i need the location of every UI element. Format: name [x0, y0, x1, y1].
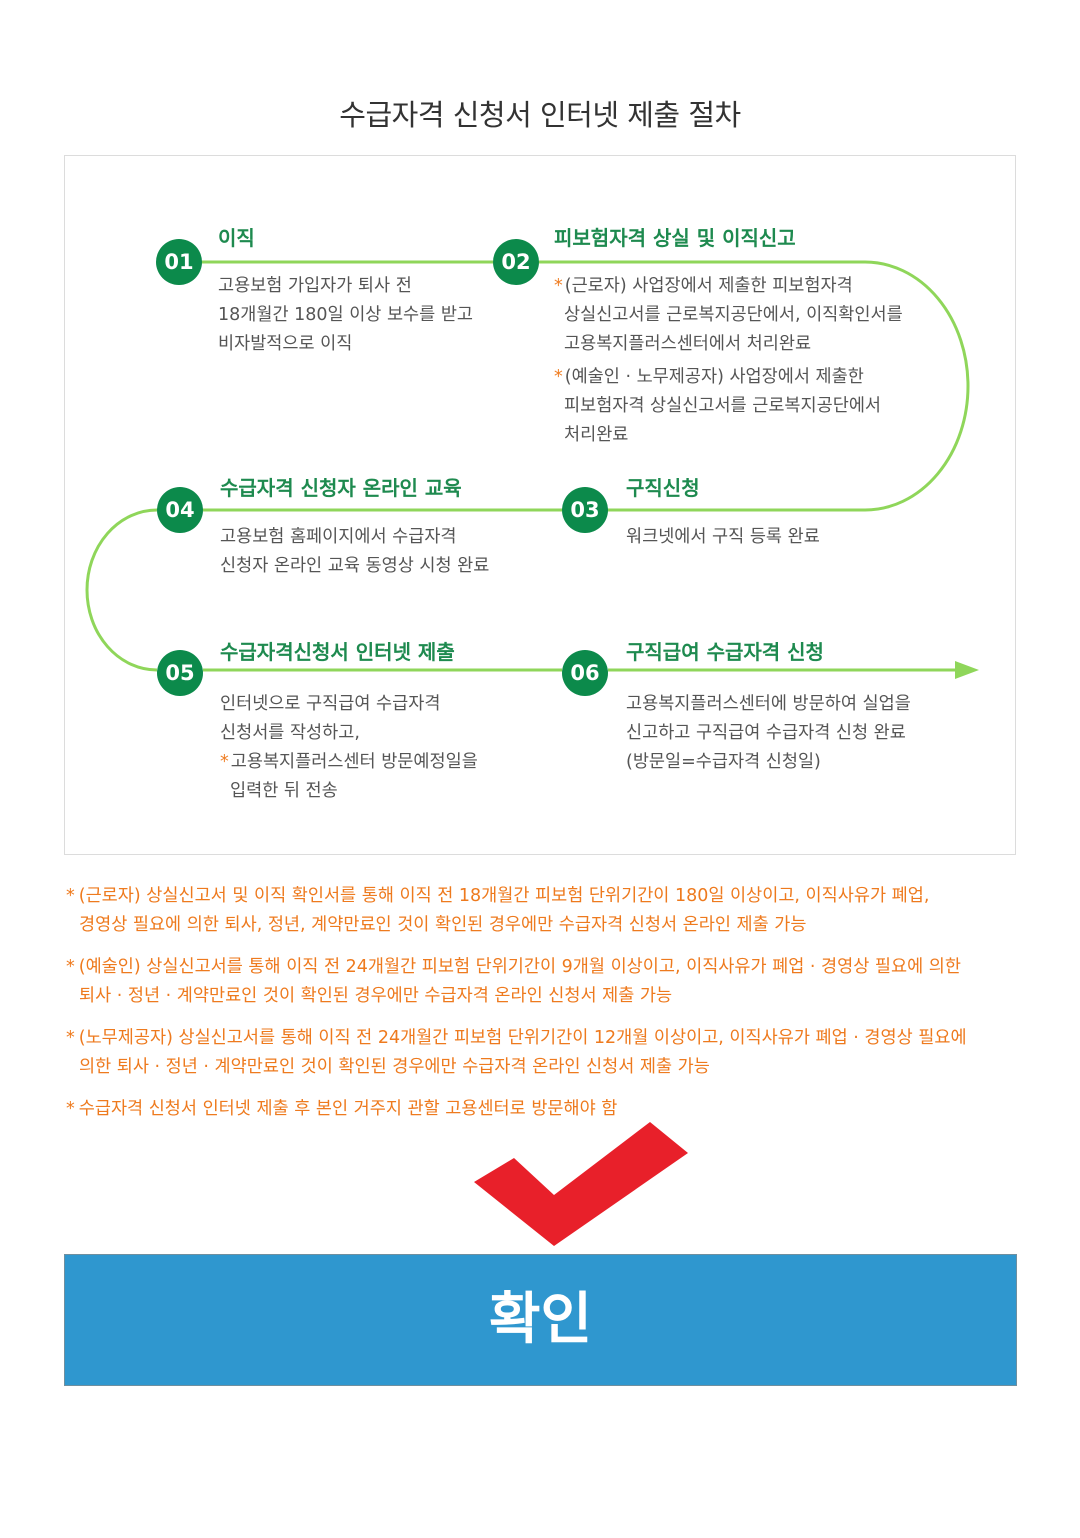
note-item: *(근로자) 상실신고서 및 이직 확인서를 통해 이직 전 18개월간 피보험… — [66, 882, 1026, 940]
bullet-star: * — [66, 957, 75, 977]
desc-line: (예술인 · 노무제공자) 사업장에서 제출한 — [564, 367, 864, 387]
step-01-desc: 고용보험 가입자가 퇴사 전 18개월간 180일 이상 보수를 받고 비자발적… — [218, 272, 473, 359]
bullet-star: * — [66, 886, 75, 906]
desc-line: 18개월간 180일 이상 보수를 받고 — [218, 305, 474, 325]
note-line: (노무제공자) 상실신고서를 통해 이직 전 24개월간 피보험 단위기간이 1… — [78, 1028, 967, 1048]
desc-line: 비자발적으로 이직 — [218, 334, 353, 354]
step-04-number: 04 — [157, 487, 203, 533]
step-02-number: 02 — [493, 239, 539, 285]
bullet-star: * — [554, 276, 563, 296]
note-item: *수급자격 신청서 인터넷 제출 후 본인 거주지 관할 고용센터로 방문해야 … — [66, 1095, 1026, 1124]
note-line: (근로자) 상실신고서 및 이직 확인서를 통해 이직 전 18개월간 피보험 … — [78, 886, 930, 906]
procedure-panel: 01 이직 고용보험 가입자가 퇴사 전 18개월간 180일 이상 보수를 받… — [64, 155, 1016, 855]
desc-line: 고용보험 홈페이지에서 수급자격 — [220, 527, 457, 547]
step-03-title: 구직신청 — [626, 476, 700, 500]
desc-line: 인터넷으로 구직급여 수급자격 — [220, 694, 441, 714]
step-02-desc: *(근로자) 사업장에서 제출한 피보험자격 상실신고서를 근로복지공단에서, … — [554, 272, 903, 450]
step-06-desc: 고용복지플러스센터에 방문하여 실업을 신고하고 구직급여 수급자격 신청 완료… — [626, 690, 911, 777]
desc-line: (방문일=수급자격 신청일) — [626, 752, 821, 772]
note-item: *(노무제공자) 상실신고서를 통해 이직 전 24개월간 피보험 단위기간이 … — [66, 1024, 1026, 1082]
step-06-number: 06 — [562, 650, 608, 696]
red-checkmark-icon — [474, 1122, 688, 1246]
desc-line: 피보험자격 상실신고서를 근로복지공단에서 — [564, 396, 882, 416]
bullet-star: * — [66, 1099, 75, 1119]
note-item: *(예술인) 상실신고서를 통해 이직 전 24개월간 피보험 단위기간이 9개… — [66, 953, 1026, 1011]
confirm-button[interactable]: 확인 — [64, 1254, 1017, 1386]
step-01-title: 이직 — [218, 226, 255, 250]
step-05-title: 수급자격신청서 인터넷 제출 — [220, 640, 455, 664]
bullet-star: * — [220, 752, 229, 772]
step-02-title: 피보험자격 상실 및 이직신고 — [554, 226, 796, 250]
desc-line: (근로자) 사업장에서 제출한 피보험자격 — [564, 276, 853, 296]
step-04-title: 수급자격 신청자 온라인 교육 — [220, 476, 462, 500]
desc-line: 신청서를 작성하고, — [220, 723, 360, 743]
desc-line: 신청자 온라인 교육 동영상 시청 완료 — [220, 556, 490, 576]
step-06-title: 구직급여 수급자격 신청 — [626, 640, 824, 664]
flow-line — [85, 260, 979, 679]
desc-line: 고용복지플러스센터에서 처리완료 — [564, 334, 812, 354]
desc-line: 고용복지플러스센터에 방문하여 실업을 — [626, 694, 911, 714]
note-line: 경영상 필요에 의한 퇴사, 정년, 계약만료인 것이 확인된 경우에만 수급자… — [79, 915, 807, 935]
notes-list: *(근로자) 상실신고서 및 이직 확인서를 통해 이직 전 18개월간 피보험… — [66, 882, 1026, 1137]
bullet-star: * — [554, 367, 563, 387]
desc-line: 처리완료 — [564, 425, 629, 445]
bullet-star: * — [66, 1028, 75, 1048]
desc-line: 입력한 뒤 전송 — [230, 781, 338, 801]
desc-line: 상실신고서를 근로복지공단에서, 이직확인서를 — [564, 305, 903, 325]
step-04-desc: 고용보험 홈페이지에서 수급자격 신청자 온라인 교육 동영상 시청 완료 — [220, 523, 489, 581]
step-05-desc: 인터넷으로 구직급여 수급자격 신청서를 작성하고, *고용복지플러스센터 방문… — [220, 690, 478, 806]
step-01-number: 01 — [156, 239, 202, 285]
desc-line: 신고하고 구직급여 수급자격 신청 완료 — [626, 723, 906, 743]
note-line: 퇴사 · 정년 · 계약만료인 것이 확인된 경우에만 수급자격 온라인 신청서… — [79, 986, 673, 1006]
desc-line: 고용보험 가입자가 퇴사 전 — [218, 276, 412, 296]
page-title: 수급자격 신청서 인터넷 제출 절차 — [339, 98, 741, 132]
note-line: 의한 퇴사 · 정년 · 계약만료인 것이 확인된 경우에만 수급자격 온라인 … — [79, 1057, 710, 1077]
step-05-number: 05 — [157, 650, 203, 696]
note-line: (예술인) 상실신고서를 통해 이직 전 24개월간 피보험 단위기간이 9개월… — [78, 957, 961, 977]
step-03-number: 03 — [562, 487, 608, 533]
step-03-desc: 워크넷에서 구직 등록 완료 — [626, 523, 820, 552]
desc-line: 워크넷에서 구직 등록 완료 — [626, 527, 820, 547]
note-line: 수급자격 신청서 인터넷 제출 후 본인 거주지 관할 고용센터로 방문해야 함 — [78, 1099, 618, 1119]
desc-line: 고용복지플러스센터 방문예정일을 — [230, 752, 478, 772]
